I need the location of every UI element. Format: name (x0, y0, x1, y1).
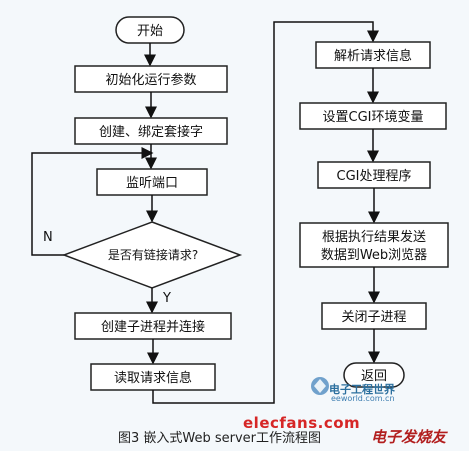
decision-label: 是否有链接请求? (108, 247, 198, 262)
read-label: 读取请求信息 (114, 370, 192, 386)
watermark-logo-sub: eeworld.com.cn (331, 394, 395, 403)
edge-decision-no-loop (31, 147, 154, 256)
return-label: 返回 (361, 369, 387, 384)
cgi-proc-label: CGI处理程序 (337, 169, 412, 184)
eeworld-logo-icon (311, 377, 329, 395)
listen-box (96, 168, 208, 196)
no-label: N (43, 230, 53, 245)
start-label: 开始 (137, 24, 163, 39)
site-domain: elecfans.com (243, 414, 361, 432)
close-box (321, 302, 427, 330)
parse-label: 解析请求信息 (334, 48, 412, 64)
site-name-cn: 电子发烧友 (371, 428, 447, 446)
send-label-line1: 根据执行结果发送 (322, 229, 426, 245)
send-box (299, 222, 449, 268)
fork-label: 创建子进程并连接 (101, 319, 205, 335)
watermark-logo-text: 电子工程世界 (329, 383, 395, 396)
socket-label: 创建、绑定套接字 (99, 124, 203, 140)
init-label: 初始化运行参数 (105, 72, 196, 88)
edge-read-parse (152, 21, 379, 404)
return-node (343, 362, 405, 388)
init-box (74, 65, 228, 93)
parse-box (315, 41, 431, 69)
cgi-proc-box (317, 161, 431, 189)
cgi-env-label: 设置CGI环境变量 (323, 109, 424, 125)
yes-label: Y (162, 291, 171, 306)
figure-caption: 图3 嵌入式Web server工作流程图 (118, 431, 322, 446)
read-box (90, 363, 216, 391)
send-label-line2: 数据到Web浏览器 (321, 247, 427, 263)
listen-label: 监听端口 (126, 176, 178, 191)
close-label: 关闭子进程 (341, 310, 406, 325)
